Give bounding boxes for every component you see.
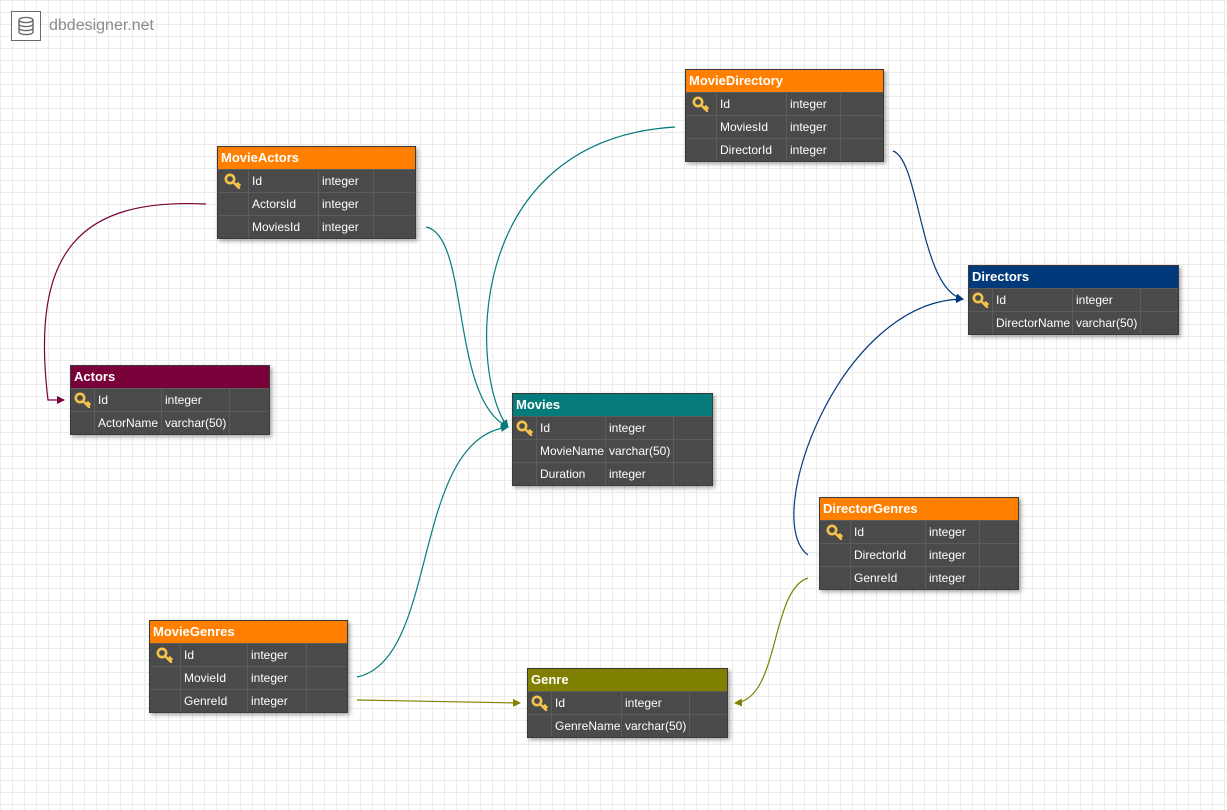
key-icon (820, 521, 851, 543)
table-row[interactable]: ActorsId integer (218, 192, 415, 215)
column-name: MovieId (181, 667, 248, 689)
key-icon (969, 289, 993, 311)
table-row[interactable]: GenreId integer (820, 566, 1018, 589)
column-name: ActorName (95, 412, 162, 434)
table-row[interactable]: Id integer (218, 169, 415, 192)
column-name: MovieName (537, 440, 606, 462)
table-title[interactable]: Directors (969, 266, 1178, 288)
logo-text: dbdesigner.net (49, 17, 154, 34)
link-moviegenres-genre (356, 698, 521, 707)
table-title[interactable]: Movies (513, 394, 712, 416)
table-title[interactable]: MovieDirectory (686, 70, 883, 92)
table-moviedirectory[interactable]: MovieDirectory Id integer MoviesId integ… (685, 69, 884, 162)
column-name: DirectorId (717, 139, 787, 161)
column-name: Id (717, 93, 787, 115)
column-type: varchar(50) (606, 440, 674, 462)
column-type: integer (926, 567, 980, 589)
table-row[interactable]: DirectorName varchar(50) (969, 311, 1178, 334)
table-title[interactable]: DirectorGenres (820, 498, 1018, 520)
column-name: Id (537, 417, 606, 439)
table-moviegenres[interactable]: MovieGenres Id integer MovieId integer G… (149, 620, 348, 713)
column-type: integer (248, 667, 307, 689)
column-name: MoviesId (249, 216, 319, 238)
database-icon (11, 11, 41, 41)
table-row[interactable]: DirectorId integer (686, 138, 883, 161)
key-icon (528, 692, 552, 714)
column-name: Id (993, 289, 1073, 311)
column-type: integer (787, 93, 841, 115)
table-row[interactable]: Id integer (71, 388, 269, 411)
column-name: DirectorName (993, 312, 1073, 334)
table-row[interactable]: GenreId integer (150, 689, 347, 712)
column-name: GenreId (851, 567, 926, 589)
table-row[interactable]: Id integer (820, 520, 1018, 543)
column-name: Duration (537, 463, 606, 485)
column-type: integer (787, 116, 841, 138)
column-name: Id (552, 692, 622, 714)
column-type: integer (162, 389, 230, 411)
column-type: integer (319, 170, 374, 192)
table-row[interactable]: MovieId integer (150, 666, 347, 689)
key-icon (513, 417, 537, 439)
column-name: GenreName (552, 715, 622, 737)
key-icon (218, 170, 249, 192)
logo[interactable]: dbdesigner.net (11, 10, 154, 42)
table-row[interactable]: DirectorId integer (820, 543, 1018, 566)
column-name: DirectorId (851, 544, 926, 566)
key-icon (71, 389, 95, 411)
table-directors[interactable]: Directors Id integer DirectorName varcha… (968, 265, 1179, 335)
table-row[interactable]: GenreName varchar(50) (528, 714, 727, 737)
column-name: Id (95, 389, 162, 411)
column-type: integer (248, 644, 307, 666)
table-row[interactable]: MoviesId integer (686, 115, 883, 138)
table-row[interactable]: Duration integer (513, 462, 712, 485)
column-type: integer (926, 521, 980, 543)
table-title[interactable]: MovieGenres (150, 621, 347, 643)
column-type: integer (319, 193, 374, 215)
table-genre[interactable]: Genre Id integer GenreName varchar(50) (527, 668, 728, 738)
table-title[interactable]: MovieActors (218, 147, 415, 169)
table-movieactors[interactable]: MovieActors Id integer ActorsId integer … (217, 146, 416, 239)
table-row[interactable]: Id integer (686, 92, 883, 115)
link-directorgenres-directors (793, 295, 964, 556)
column-name: Id (851, 521, 926, 543)
link-directorgenres-genre (734, 577, 809, 707)
column-type: integer (319, 216, 374, 238)
table-row[interactable]: Id integer (150, 643, 347, 666)
table-movies[interactable]: Movies Id integer MovieName varchar(50) … (512, 393, 713, 486)
link-movieactors-movies (425, 226, 509, 428)
table-row[interactable]: ActorName varchar(50) (71, 411, 269, 434)
link-moviedirectory-directors (892, 150, 964, 302)
column-type: integer (1073, 289, 1141, 311)
table-row[interactable]: MoviesId integer (218, 215, 415, 238)
column-name: MoviesId (717, 116, 787, 138)
table-title[interactable]: Actors (71, 366, 269, 388)
table-row[interactable]: MovieName varchar(50) (513, 439, 712, 462)
key-icon (150, 644, 181, 666)
link-moviegenres-movies (356, 423, 509, 678)
table-directorgenres[interactable]: DirectorGenres Id integer DirectorId int… (819, 497, 1019, 590)
column-type: varchar(50) (1073, 312, 1141, 334)
column-name: ActorsId (249, 193, 319, 215)
table-row[interactable]: Id integer (513, 416, 712, 439)
key-icon (686, 93, 717, 115)
column-type: integer (606, 463, 674, 485)
column-type: integer (248, 690, 307, 712)
table-title[interactable]: Genre (528, 669, 727, 691)
column-type: integer (606, 417, 674, 439)
table-actors[interactable]: Actors Id integer ActorName varchar(50) (70, 365, 270, 435)
link-movieactors-actors (43, 202, 207, 404)
column-type: integer (787, 139, 841, 161)
table-row[interactable]: Id integer (969, 288, 1178, 311)
column-name: GenreId (181, 690, 248, 712)
column-type: varchar(50) (622, 715, 690, 737)
column-name: Id (249, 170, 319, 192)
column-type: integer (622, 692, 690, 714)
table-row[interactable]: Id integer (528, 691, 727, 714)
link-moviedirectory-movies (486, 126, 676, 428)
column-type: varchar(50) (162, 412, 230, 434)
column-type: integer (926, 544, 980, 566)
column-name: Id (181, 644, 248, 666)
